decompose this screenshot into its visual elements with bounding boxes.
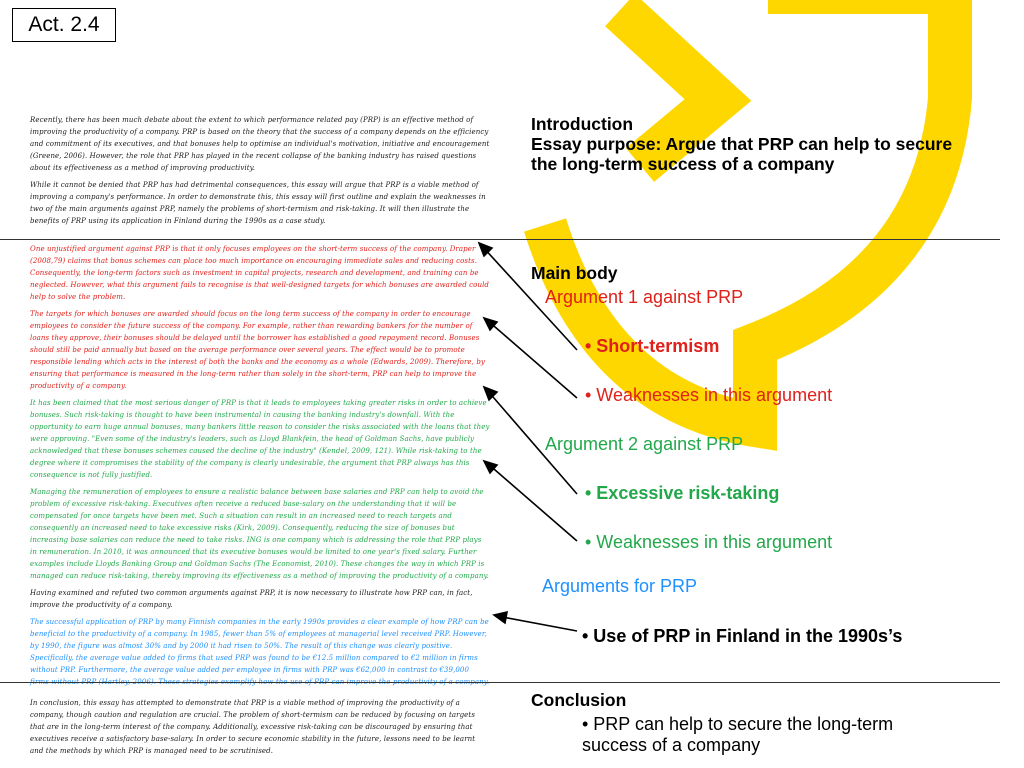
essay-paragraph-transition: Having examined and refuted two common a…	[30, 589, 473, 609]
arrows	[477, 241, 578, 632]
essay-paragraph: While it cannot be denied that PRP has h…	[30, 181, 486, 225]
essay-main-body: One unjustified argument against PRP is …	[30, 243, 490, 693]
argument-2-heading: Argument 2 against PRP	[545, 434, 744, 454]
arrowhead-4	[482, 459, 499, 475]
arrowhead-2	[482, 316, 499, 332]
arrow-weakness-1	[486, 319, 578, 399]
arguments-for-prp: PRP	[660, 576, 698, 596]
arguments-for-item-finland: • Use of PRP in Finland in the 1990s’s	[582, 626, 903, 646]
essay-introduction: Recently, there has been much debate abo…	[30, 114, 490, 232]
divider-bottom	[0, 682, 1000, 683]
essay-paragraph: Recently, there has been much debate abo…	[30, 116, 490, 172]
conclusion-item: • PRP can help to secure the long-term s…	[582, 714, 894, 755]
outline-introduction: Introduction Essay purpose: Argue that P…	[531, 114, 971, 174]
essay-paragraph-finland: The successful application of PRP by man…	[30, 618, 490, 686]
activity-label: Act. 2.4	[12, 8, 116, 42]
arrowhead-1	[477, 241, 494, 258]
argument-2-item-risk-taking: • Excessive risk-taking	[585, 483, 780, 503]
arguments-for-heading: Arguments for PRP	[542, 576, 697, 597]
arrow-risk-taking	[486, 389, 578, 495]
essay-purpose: Essay purpose: Argue that PRP can help t…	[531, 134, 953, 174]
argument-1-heading: Argument 1 against PRP	[545, 287, 744, 307]
essay-paragraph: In conclusion, this essay has attempted …	[30, 699, 476, 755]
essay-paragraph-argument-1-weakness: The targets for which bonuses are awarde…	[30, 310, 485, 390]
arguments-for-prefix: Arguments for	[542, 576, 661, 596]
argument-2-item-weaknesses: • Weaknesses in this argument	[585, 532, 833, 552]
logo-chevron	[605, 0, 752, 182]
essay-paragraph-argument-1: One unjustified argument against PRP is …	[30, 245, 489, 301]
argument-1-item-weaknesses: • Weaknesses in this argument	[585, 385, 833, 405]
arrow-short-termism	[481, 245, 578, 351]
introduction-heading: Introduction	[531, 114, 634, 134]
logo-arc-graphic	[524, 0, 972, 451]
arrowhead-5	[492, 610, 509, 625]
arrow-weakness-2	[486, 462, 578, 542]
essay-paragraph-argument-2: It has been claimed that the most seriou…	[30, 399, 490, 479]
essay-paragraph-argument-2-weakness: Managing the remuneration of employees t…	[30, 488, 489, 580]
divider-top	[0, 239, 1000, 240]
main-body-heading: Main body	[531, 263, 618, 283]
arrowhead-3	[482, 385, 499, 402]
arrow-finland	[496, 615, 578, 632]
essay-conclusion: In conclusion, this essay has attempted …	[30, 697, 490, 762]
argument-1-item-short-termism: • Short-termism	[585, 336, 720, 356]
conclusion-heading: Conclusion	[531, 690, 627, 710]
logo-arc-outer	[524, 0, 972, 451]
